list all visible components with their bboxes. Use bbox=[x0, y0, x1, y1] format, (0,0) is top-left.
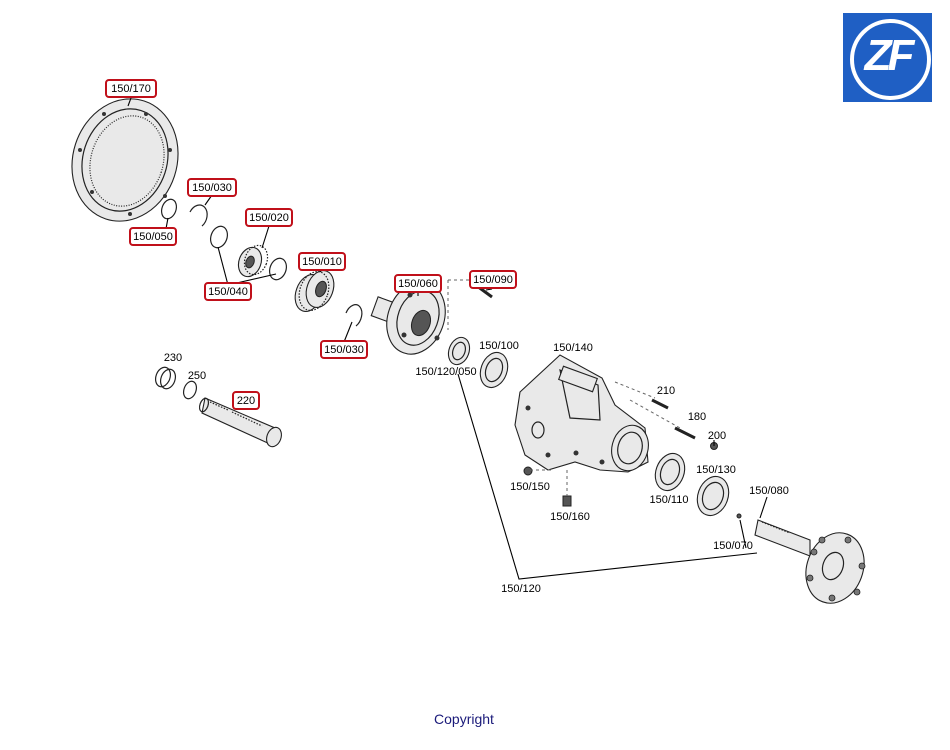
callout-210[interactable]: 210 bbox=[657, 385, 675, 397]
ring-250-part[interactable] bbox=[181, 379, 198, 400]
callout-180[interactable]: 180 bbox=[688, 411, 706, 423]
bolt-210-part[interactable] bbox=[651, 398, 669, 410]
svg-text:150/010: 150/010 bbox=[302, 256, 342, 268]
svg-text:150/170: 150/170 bbox=[111, 83, 151, 95]
svg-text:150/040: 150/040 bbox=[208, 286, 248, 298]
callout-220[interactable]: 220 bbox=[232, 391, 260, 410]
ring-gear-part[interactable] bbox=[56, 85, 193, 235]
callout-150-020[interactable]: 150/020 bbox=[245, 208, 293, 227]
callout-150-040[interactable]: 150/040 bbox=[204, 282, 252, 301]
pin-150-070-part[interactable] bbox=[736, 513, 742, 519]
ring-150-040-a-part[interactable] bbox=[208, 224, 231, 250]
logo-text: ZF bbox=[864, 31, 915, 80]
planet-gear-150-020-part[interactable] bbox=[235, 242, 272, 280]
svg-text:150/030: 150/030 bbox=[324, 344, 364, 356]
bearing-150-110-part[interactable] bbox=[650, 449, 689, 494]
callout-150-100[interactable]: 150/100 bbox=[479, 340, 519, 352]
zf-logo: ZF bbox=[843, 13, 932, 102]
bearing-150-100-part[interactable] bbox=[476, 349, 513, 392]
plug-150-150-part[interactable] bbox=[523, 466, 533, 476]
sun-gear-150-010-part[interactable] bbox=[290, 267, 338, 316]
stud-180-part[interactable] bbox=[674, 426, 696, 440]
ring-230-part[interactable] bbox=[153, 365, 178, 391]
logo-ring bbox=[850, 19, 931, 100]
axle-housing-150-140-part[interactable] bbox=[514, 354, 653, 475]
svg-text:220: 220 bbox=[237, 395, 255, 407]
ring-150-040-b-part[interactable] bbox=[267, 256, 290, 282]
callout-150-080[interactable]: 150/080 bbox=[749, 485, 789, 497]
snap-ring-150-030-a-part[interactable] bbox=[189, 204, 208, 227]
svg-text:150/020: 150/020 bbox=[249, 212, 289, 224]
callout-150-140[interactable]: 150/140 bbox=[553, 342, 593, 354]
svg-text:150/060: 150/060 bbox=[398, 278, 438, 290]
callout-150-110[interactable]: 150/110 bbox=[650, 494, 689, 506]
svg-text:150/030: 150/030 bbox=[192, 182, 232, 194]
callout-150-030-a[interactable]: 150/030 bbox=[187, 178, 237, 197]
callout-150-050[interactable]: 150/050 bbox=[129, 227, 177, 246]
callout-230[interactable]: 230 bbox=[164, 352, 182, 364]
copyright-link[interactable]: Copyright bbox=[434, 711, 494, 727]
svg-text:150/090: 150/090 bbox=[473, 274, 513, 286]
callout-150-150[interactable]: 150/150 bbox=[510, 481, 550, 493]
shaft-220-part[interactable] bbox=[198, 397, 284, 449]
callout-250[interactable]: 250 bbox=[188, 370, 206, 382]
callout-150-010[interactable]: 150/010 bbox=[298, 252, 346, 271]
hub-shaft-150-080-part[interactable] bbox=[754, 519, 874, 611]
callout-150-030-b[interactable]: 150/030 bbox=[320, 340, 368, 359]
snap-ring-150-050-part[interactable] bbox=[159, 197, 179, 221]
plug-150-160-part[interactable] bbox=[562, 495, 572, 507]
callout-150-070[interactable]: 150/070 bbox=[713, 540, 753, 552]
seal-150-130-part[interactable] bbox=[692, 472, 734, 520]
leader-lines bbox=[127, 97, 768, 580]
callout-150-060[interactable]: 150/060 bbox=[394, 274, 442, 293]
callout-150-160[interactable]: 150/160 bbox=[550, 511, 590, 523]
callout-150-120[interactable]: 150/120 bbox=[501, 583, 541, 595]
callout-150-090[interactable]: 150/090 bbox=[469, 270, 517, 289]
callout-150-170[interactable]: 150/170 bbox=[105, 79, 157, 98]
callout-200[interactable]: 200 bbox=[708, 430, 726, 442]
seal-150-120-050-part[interactable] bbox=[445, 334, 473, 367]
callout-150-130[interactable]: 150/130 bbox=[696, 464, 736, 476]
callout-150-120-050[interactable]: 150/120/050 bbox=[415, 366, 476, 378]
snap-ring-150-030-b-part[interactable] bbox=[345, 304, 363, 327]
svg-text:150/050: 150/050 bbox=[133, 231, 173, 243]
